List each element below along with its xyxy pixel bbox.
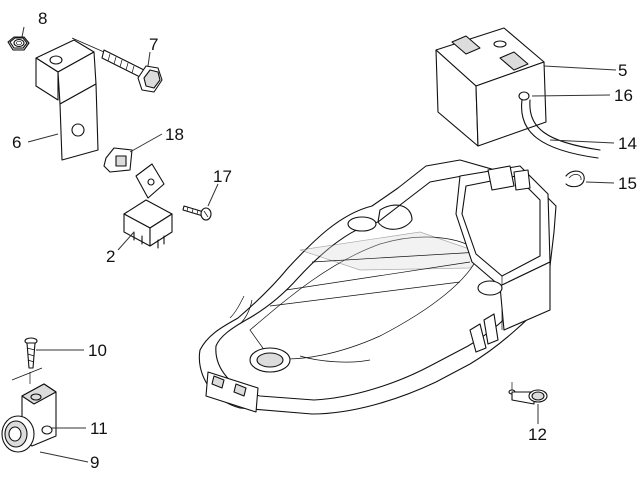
part-16-vent-fitting bbox=[518, 91, 530, 101]
callout-6: 6 bbox=[12, 133, 21, 152]
part-15-ring-clip bbox=[565, 170, 585, 188]
callout-5: 5 bbox=[618, 61, 627, 80]
callout-2: 2 bbox=[106, 247, 115, 266]
helmet-compartment-tray bbox=[198, 159, 557, 415]
callout-18: 18 bbox=[165, 125, 184, 144]
part-7-bolt bbox=[71, 37, 163, 93]
callout-7: 7 bbox=[149, 35, 158, 54]
callout-14: 14 bbox=[618, 134, 637, 153]
callout-12: 12 bbox=[528, 425, 547, 444]
callout-16: 16 bbox=[614, 86, 633, 105]
part-8-hex-nut bbox=[7, 36, 30, 51]
part-2-relay bbox=[123, 163, 173, 249]
callout-11: 11 bbox=[90, 419, 108, 438]
part-12-grommet bbox=[508, 382, 548, 405]
callout-8: 8 bbox=[38, 9, 47, 28]
part-6-bracket bbox=[35, 39, 99, 161]
part-17-screw bbox=[182, 205, 212, 221]
part-5-battery bbox=[435, 27, 547, 147]
part-14-vent-tube bbox=[521, 99, 601, 159]
callout-10: 10 bbox=[88, 341, 107, 360]
callout-15: 15 bbox=[618, 174, 637, 193]
callout-9: 9 bbox=[90, 453, 99, 472]
part-18-clip bbox=[103, 147, 133, 173]
leader-lines bbox=[21, 26, 617, 463]
part-10-screw bbox=[11, 337, 43, 384]
part-9-horn bbox=[1, 383, 57, 453]
callout-17: 17 bbox=[213, 167, 232, 186]
callout-labels: 8 7 6 18 17 2 10 11 9 5 16 14 15 12 bbox=[12, 9, 637, 472]
